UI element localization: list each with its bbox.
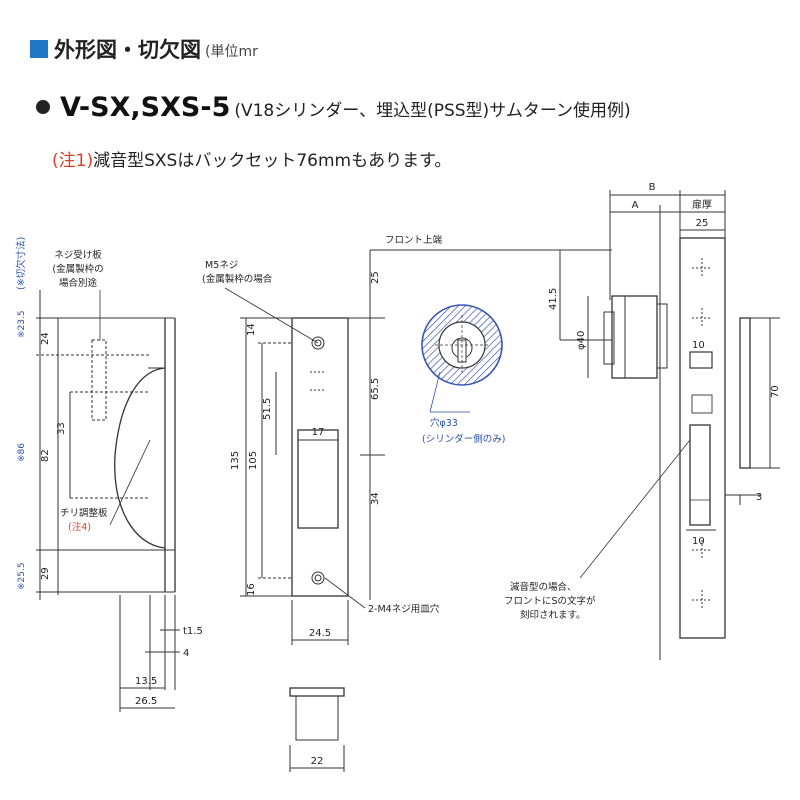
bullet-icon (36, 100, 50, 114)
dim-22: 22 (311, 756, 324, 767)
model-description: (V18シリンダー、埋込型(PSS型)サムターン使用例) (234, 101, 631, 121)
chiri-note: (注4) (68, 521, 91, 533)
model-heading: V-SX,SXS-5 (V18シリンダー、埋込型(PSS型)サムターン使用例) (36, 92, 631, 123)
dim-70: 70 (770, 385, 781, 398)
dim-phi40: φ40 (576, 331, 587, 350)
dim-blue-1: ※23.5 (17, 310, 27, 338)
dim-B: B (649, 182, 656, 193)
dim-135: 135 (230, 451, 241, 470)
chiri-label: チリ調整板 (60, 507, 108, 519)
case-note-2: フロントにSの文字が (504, 595, 596, 607)
dim-41-5: 41.5 (548, 288, 559, 310)
side-dims: B A 扉厚 25 41.5 φ40 10 70 3 10 減音型の場合、 フロ… (504, 182, 781, 621)
dim-33: 33 (56, 422, 67, 435)
dim-3: 3 (756, 492, 762, 503)
dim-17: 17 (312, 427, 325, 438)
m5-label: M5ネジ (205, 260, 238, 271)
hole-sub-label: (シリンダー側のみ) (422, 433, 505, 445)
case-note-3: 刻印されます。 (520, 609, 586, 621)
dim-A: A (632, 200, 639, 211)
screw-plate-label-3: 場合別途 (59, 277, 98, 289)
note-text: 減音型SXSはバックセット76mmもあります。 (93, 151, 452, 171)
dim-door-thickness: 扉厚 (692, 198, 712, 211)
dim-29: 29 (40, 567, 51, 580)
screw-plate-label-2: (金属製枠の (52, 263, 103, 275)
dim-blue-2: ※86 (17, 443, 27, 462)
cylinder-view (370, 249, 565, 413)
side-section-view (559, 190, 780, 660)
section-marker-icon (30, 40, 48, 58)
front-dims: M5ネジ (金属製枠の場合 14 51.5 105 135 16 17 24.5… (202, 260, 440, 767)
dim-t1-5: t1.5 (183, 626, 203, 637)
dim-26-5: 26.5 (135, 696, 157, 707)
dim-16: 16 (246, 583, 257, 596)
m4-label: 2-M4ネジ用皿穴 (368, 603, 440, 615)
note-tag: (注1) (52, 151, 94, 171)
dim-105: 105 (248, 451, 259, 470)
blue-note: (※切欠寸法) (15, 237, 27, 290)
dim-10-top: 10 (692, 340, 705, 351)
unit-label: (単位mr (205, 44, 258, 60)
m5-sub-label: (金属製枠の場合 (202, 273, 273, 285)
dim-65-5: 65.5 (370, 378, 381, 400)
dim-25: 25 (370, 271, 381, 284)
cylinder-labels: フロント上端 穴φ33 (シリンダー側のみ) (385, 234, 505, 445)
dim-10-bottom: 10 (692, 536, 705, 547)
section-title: 外形図・切欠図 (54, 38, 201, 62)
dim-24: 24 (40, 332, 51, 345)
dim-13-5: 13.5 (135, 676, 157, 687)
model-name: V-SX,SXS-5 (60, 92, 231, 123)
note-line: (注1)減音型SXSはバックセット76mmもあります。 (52, 146, 451, 171)
dim-4: 4 (183, 648, 189, 659)
dim-14: 14 (246, 323, 257, 336)
left-section-view (36, 290, 180, 712)
dim-82: 82 (40, 449, 51, 462)
dim-blue-3: ※25.5 (17, 562, 27, 590)
front-top-label: フロント上端 (385, 234, 443, 246)
section-header: 外形図・切欠図 (単位mr (30, 34, 258, 64)
dim-34: 34 (370, 492, 381, 505)
screw-plate-label-1: ネジ受け板 (54, 249, 102, 261)
dim-24-5: 24.5 (309, 628, 331, 639)
dim-51-5: 51.5 (262, 398, 273, 420)
front-plate-view (224, 250, 385, 772)
dim-25-side: 25 (696, 218, 709, 229)
hole-label: 穴φ33 (430, 417, 458, 429)
case-note-1: 減音型の場合、 (510, 581, 577, 593)
left-dims: ※23.5 ※86 ※25.5 (※切欠寸法) 24 33 82 29 t1.5… (15, 237, 203, 707)
